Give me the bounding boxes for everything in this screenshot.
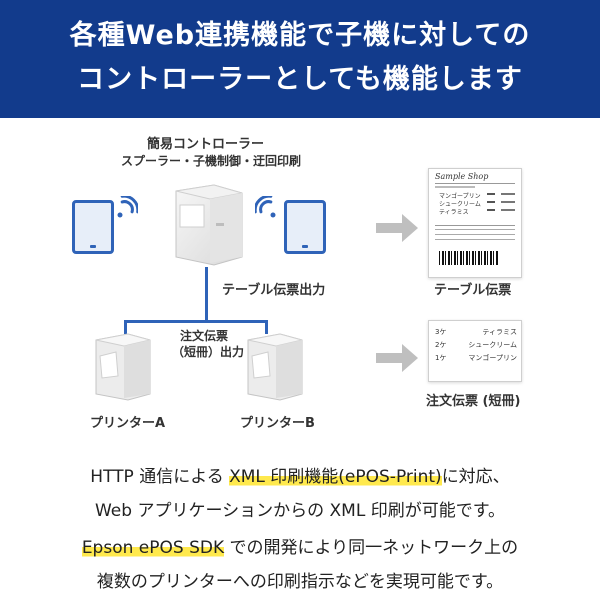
barcode [439,251,499,265]
receipt-item: シュークリーム [439,201,481,208]
controller-title: 簡易コントローラー [147,137,265,152]
printer-b-image [247,333,303,401]
order-qty: 2ケ [435,341,447,349]
controller-subtitle: スプーラー・子機制御・迂回印刷 [121,154,302,168]
banner-line-1: 各種Web連携機能で子機に対しての [69,20,531,51]
table-slip-label: テーブル伝票 [434,283,512,298]
wifi-icon-right [255,196,276,218]
connector-right-drop [265,320,268,334]
arrow-right-icon [376,214,418,242]
order-receipt-image: 3ケ ティラミス 2ケ シュークリーム 1ケ マンゴープリン [428,320,522,382]
order-qty: 3ケ [435,328,447,336]
controller-printer-image [175,184,243,266]
printer-a-label: プリンターA [90,416,166,431]
receipt-item: ティラミス [439,209,469,216]
connector-left-drop [124,320,127,334]
tablet-icon-left [72,200,114,254]
receipt-item: マンゴープリン [439,193,481,200]
order-qty: 1ケ [435,354,447,362]
table-output-label: テーブル伝票出力 [222,283,326,298]
body-line-3-post: での開発により同一ネットワーク上の [224,538,519,558]
order-item: ティラミス [482,328,517,336]
body-line-4: 複数のプリンターへの印刷指示などを実現可能です。 [96,572,504,592]
table-receipt-image: Sample Shop マンゴープリン シュークリーム ティラミス [428,168,522,278]
banner-line-2: コントローラーとしても機能します [77,64,523,95]
order-item: マンゴープリン [468,354,517,362]
arrow-right-icon [376,344,418,372]
order-output-label-1: 注文伝票 [180,329,229,343]
tablet-icon-right [284,200,326,254]
order-slip-label: 注文伝票 (短冊) [426,394,521,409]
connector-horizontal [124,320,268,323]
body-line-1-pre: HTTP 通信による [90,467,230,487]
order-item: シュークリーム [468,341,517,349]
wifi-icon-left [117,196,138,218]
body-line-2: Web アプリケーションからの XML 印刷が可能です。 [94,501,506,521]
body-highlight-sdk: Epson ePOS SDK [81,538,225,558]
body-line-1-post: に対応、 [441,467,510,487]
printer-b-label: プリンターB [240,416,315,431]
order-output-label-2: （短冊）出力 [172,345,245,359]
body-highlight-xml: XML 印刷機能(ePOS-Print) [229,467,442,487]
body-line-3: Epson ePOS SDK での開発により同一ネットワーク上の [0,533,600,558]
connector-vertical [205,267,208,322]
receipt-shop-name: Sample Shop [435,172,489,181]
header-banner: 各種Web連携機能で子機に対しての コントローラーとしても機能します [0,0,600,118]
printer-a-image [95,333,151,401]
body-line-1: HTTP 通信による XML 印刷機能(ePOS-Print)に対応、 [0,462,600,487]
